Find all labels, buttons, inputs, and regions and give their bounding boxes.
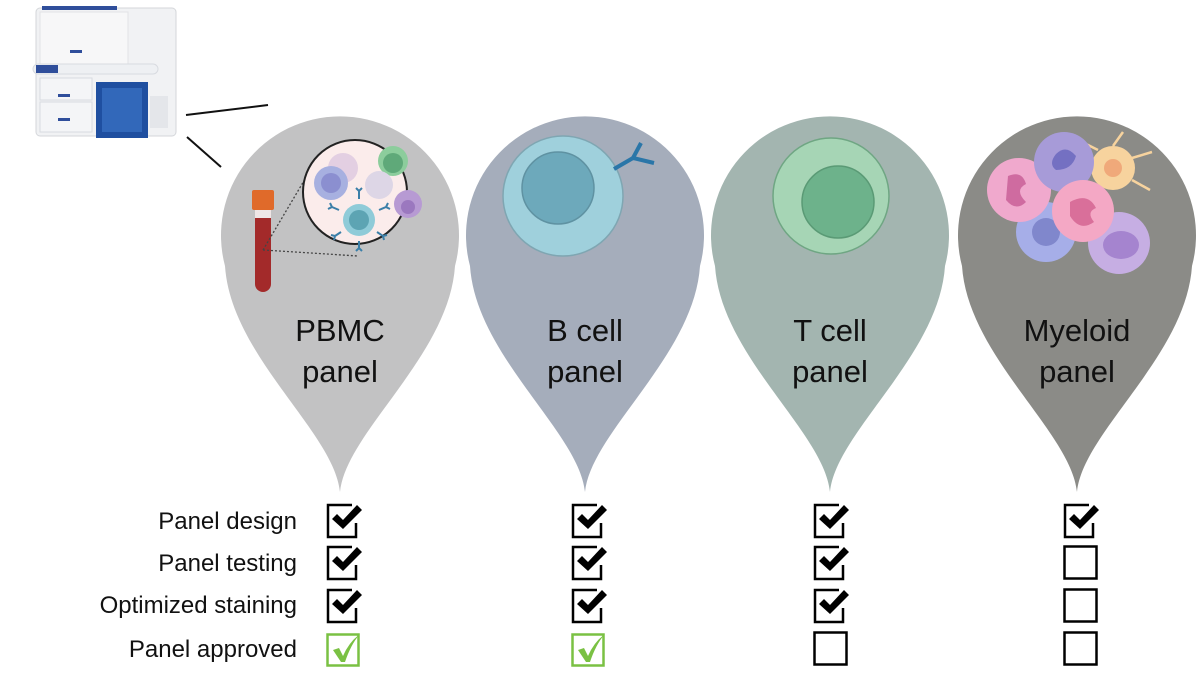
zoom-line-top [185, 104, 269, 116]
flow-cytometer-instrument [32, 6, 177, 138]
pin-tcell [711, 116, 949, 492]
checkbox-myeloid-2-empty[interactable] [1063, 588, 1098, 623]
step-label-panel-testing: Panel testing [158, 550, 297, 577]
pin-title-tcell: T cell panel [730, 310, 930, 392]
checkbox-pbmc-2-checked[interactable] [326, 588, 362, 624]
myeloid-cells-icon [987, 131, 1153, 274]
pin-title-line2: panel [547, 354, 623, 389]
checkbox-myeloid-3-empty[interactable] [1063, 631, 1098, 666]
checkbox-pbmc-1-checked[interactable] [326, 545, 362, 581]
pin-title-line1: PBMC [295, 313, 385, 348]
checkbox-pbmc-3-approved[interactable] [326, 631, 360, 667]
t-cell-icon [772, 137, 890, 255]
checkbox-tcell-3-empty[interactable] [813, 631, 848, 666]
step-label-optimized-staining: Optimized staining [99, 592, 297, 619]
pin-title-line1: B cell [547, 313, 623, 348]
checkbox-bcell-1-checked[interactable] [571, 545, 607, 581]
pin-title-line2: panel [1039, 354, 1115, 389]
pin-title-pbmc: PBMC panel [240, 310, 440, 392]
checkbox-myeloid-1-empty[interactable] [1063, 545, 1098, 580]
step-label-panel-design: Panel design [158, 508, 297, 535]
pin-title-myeloid: Myeloid panel [977, 310, 1177, 392]
checkbox-tcell-0-checked[interactable] [813, 503, 849, 539]
checkbox-bcell-0-checked[interactable] [571, 503, 607, 539]
zoom-line-bottom [186, 136, 222, 168]
checkbox-tcell-2-checked[interactable] [813, 588, 849, 624]
checkbox-pbmc-0-checked[interactable] [326, 503, 362, 539]
pin-title-bcell: B cell panel [485, 310, 685, 392]
checkbox-tcell-1-checked[interactable] [813, 545, 849, 581]
pin-title-line1: Myeloid [1023, 313, 1131, 348]
checkbox-bcell-3-approved[interactable] [571, 631, 605, 667]
checkbox-bcell-2-checked[interactable] [571, 588, 607, 624]
pin-title-line2: panel [792, 354, 868, 389]
pin-title-line1: T cell [793, 313, 867, 348]
pin-title-line2: panel [302, 354, 378, 389]
blood-tube-with-cells-icon [252, 139, 422, 292]
b-cell-with-antibody-icon [502, 135, 655, 257]
step-label-panel-approved: Panel approved [128, 636, 297, 663]
checkbox-myeloid-0-checked[interactable] [1063, 503, 1099, 539]
